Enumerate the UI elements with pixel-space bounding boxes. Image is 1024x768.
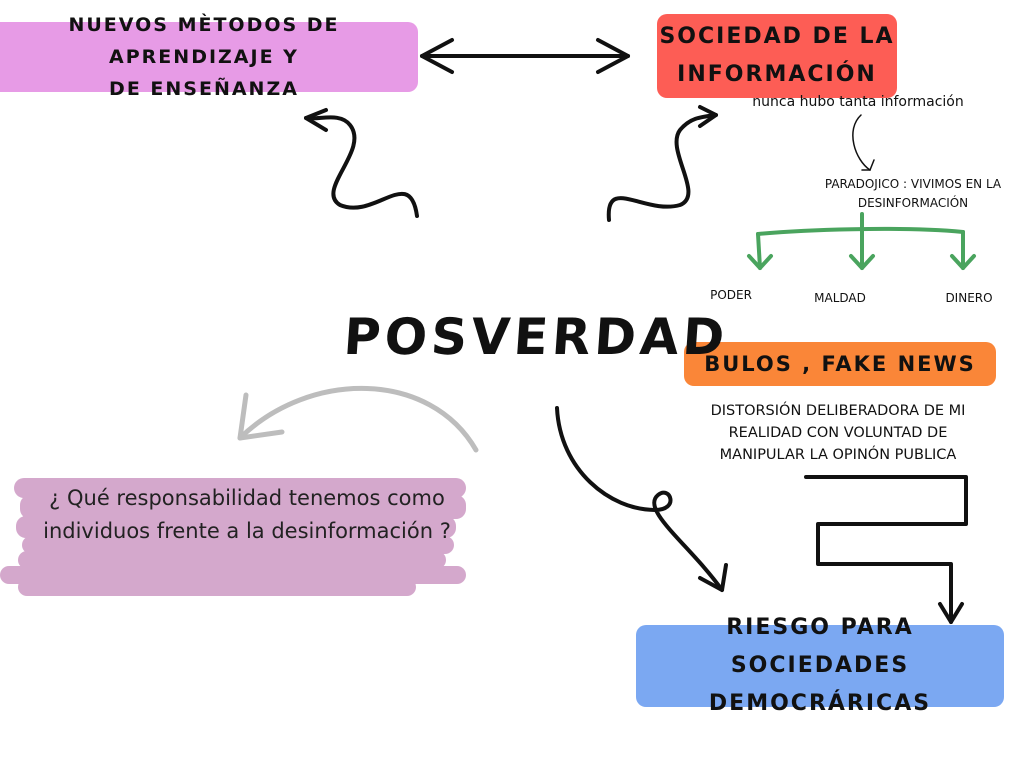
squiggle-arrow-right	[606, 105, 718, 222]
node-bulos-label: BULOS , FAKE NEWS	[704, 352, 976, 376]
loop-arrow	[555, 406, 728, 592]
note-distorsion: DISTORSIÓN DELIBERADORA DE MI REALIDAD C…	[710, 403, 966, 463]
double-arrow	[420, 38, 630, 74]
branch-label-maldad: MALDAD	[814, 291, 866, 305]
node-bulos: BULOS , FAKE NEWS	[684, 342, 996, 386]
question-highlight	[0, 478, 466, 596]
node-sociedad: SOCIEDAD DE LA INFORMACIÓN	[657, 14, 897, 98]
node-sociedad-label: SOCIEDAD DE LA INFORMACIÓN	[659, 24, 895, 87]
node-metodos-label: NUEVOS MÈTODOS DE APRENDIZAJE Y DE ENSEÑ…	[68, 14, 340, 100]
thin-arrow	[852, 114, 875, 171]
note-paradojico: PARADOJICO : VIVIMOS EN LA DESINFORMACIÓ…	[824, 177, 1002, 210]
node-riesgo-label: RIESGO PARA SOCIEDADES DEMOCRÁRICAS	[708, 615, 932, 716]
branch-label-poder: PODER	[710, 288, 752, 302]
bracket-arrow	[804, 475, 968, 624]
node-riesgo: RIESGO PARA SOCIEDADES DEMOCRÁRICAS	[636, 615, 1004, 716]
note-nunca: nunca hubo tanta información	[752, 94, 964, 110]
grey-curved-arrow	[237, 386, 479, 453]
question-text: ¿ Qué responsabilidad tenemos como indiv…	[43, 486, 451, 543]
branch-arrows	[747, 212, 976, 270]
central-title: POSVERDAD	[341, 308, 731, 366]
squiggle-arrow-left	[304, 108, 419, 218]
node-metodos: NUEVOS MÈTODOS DE APRENDIZAJE Y DE ENSEÑ…	[0, 14, 418, 100]
branch-label-dinero: DINERO	[945, 291, 993, 305]
